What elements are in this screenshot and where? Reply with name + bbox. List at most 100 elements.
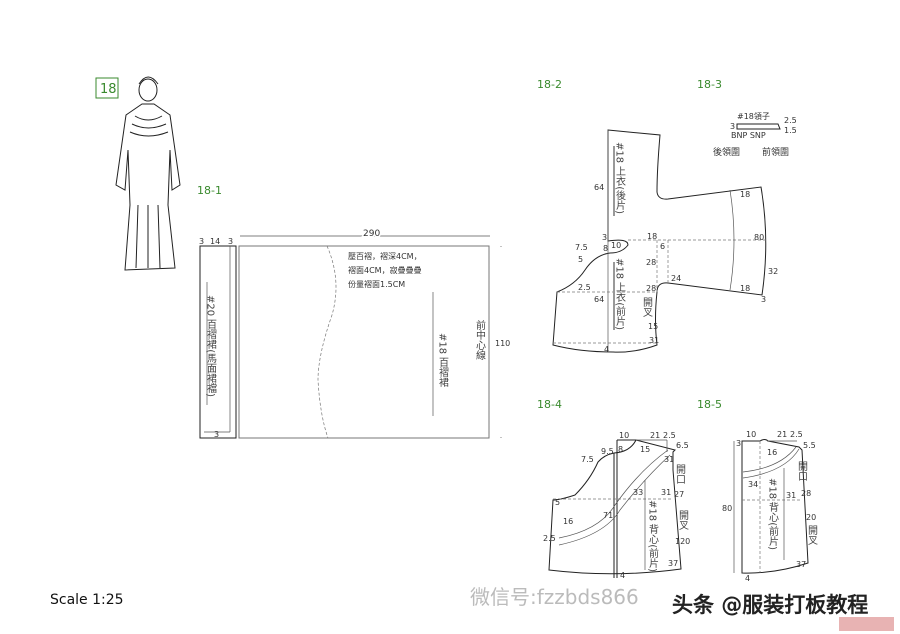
site-logo-watermark	[839, 617, 894, 631]
dim: 80	[722, 504, 732, 513]
bnp-snp-label: BNP SNP	[731, 131, 766, 140]
wechat-watermark: 微信号:fzzbds866	[470, 585, 639, 609]
waistband-label: #20 百褶裙(馬面裙襠)	[205, 295, 217, 397]
skirt-width: 290	[363, 229, 380, 239]
jacket-slit-label: 開叉	[641, 297, 653, 318]
dim: 10	[746, 430, 756, 439]
slit-label: 開叉	[806, 525, 818, 546]
pleat-curve	[317, 245, 337, 439]
dim: 16	[563, 517, 573, 526]
opening-label: 開口	[796, 461, 808, 481]
dim: 15	[648, 322, 658, 331]
waistband-piece	[199, 245, 237, 439]
dim: 28	[801, 489, 811, 498]
dim: 4	[620, 571, 625, 580]
dim: 64	[594, 295, 604, 304]
waistband-dim: 3	[228, 237, 233, 246]
dim: 5	[555, 498, 560, 507]
dim: 31	[661, 488, 671, 497]
dim: 24	[671, 274, 681, 283]
dim: 3	[761, 295, 766, 304]
dim: 3	[602, 233, 607, 242]
vest-back-label: #18 背心(前片)	[767, 478, 779, 550]
slit-label: 開叉	[677, 510, 689, 531]
front-neck-label: 前領圍	[762, 146, 789, 158]
dim: 3	[736, 439, 741, 448]
costume-figure-illustration	[115, 76, 181, 271]
dim: 2.5	[543, 534, 556, 543]
section-label-18-1: 18-1	[197, 184, 222, 197]
dim: 5	[578, 255, 583, 264]
dim: 2.5	[784, 116, 797, 125]
section-label-18-5: 18-5	[697, 398, 722, 411]
dim: 31	[664, 455, 674, 464]
dim: 71	[603, 511, 613, 520]
dim: 4	[604, 345, 609, 354]
dim: 21	[777, 430, 787, 439]
dim: 2.5	[663, 431, 676, 440]
back-neck-label: 後領圍	[713, 146, 740, 158]
dim: 6.5	[676, 441, 689, 450]
vest-front-pattern: 10 21 2.5 6.5 9.5 8 15 31 7.5 5 33 31 27…	[543, 431, 690, 580]
skirt-panel-label: #18 百褶裙	[437, 333, 449, 388]
vest-back-pattern: 3 10 21 2.5 5.5 16 34 31 28 80 20 37 4 #…	[722, 430, 818, 583]
opening-label: 開口	[674, 464, 686, 484]
dim: 8	[603, 244, 608, 253]
vest-front-label: #18 背心(前片)	[647, 500, 659, 572]
jacket-pattern: #18 上衣(後片) #18 上衣(前片) 開叉 64 64 3 10 8 18…	[552, 129, 778, 354]
dim: 32	[768, 267, 778, 276]
collar-label: #18領子	[737, 111, 770, 121]
figure-number: 18	[100, 82, 117, 97]
dim: 27	[674, 490, 684, 499]
dim: 9.5	[601, 447, 614, 456]
dim: 120	[675, 537, 690, 546]
dim: 2.5	[578, 283, 591, 292]
dim: 3	[730, 122, 735, 131]
section-label-18-2: 18-2	[537, 78, 562, 91]
skirt-height: 110	[495, 339, 510, 348]
dim: 21	[650, 431, 660, 440]
dim: 4	[745, 574, 750, 583]
dim: 20	[806, 513, 816, 522]
skirt-note-line: 褶面4CM，寂疊疊疊	[348, 265, 422, 275]
dim: 28	[646, 258, 656, 267]
waistband-bottom-dim: 3	[214, 430, 219, 439]
dim: 8	[618, 445, 623, 454]
section-label-18-4: 18-4	[537, 398, 562, 411]
dim: 16	[767, 448, 777, 457]
dim: 37	[796, 560, 806, 569]
jacket-front-label: #18 上衣(前片)	[614, 258, 626, 330]
scale-label: Scale 1:25	[50, 592, 124, 608]
dim: 31	[649, 336, 659, 345]
dim: 2.5	[790, 430, 803, 439]
dim: 10	[611, 241, 621, 250]
skirt-note-line: 壓百褶，褶深4CM，	[348, 251, 422, 261]
dim: 18	[647, 232, 657, 241]
dim: 15	[640, 445, 650, 454]
dim: 6	[660, 242, 665, 251]
dim: 33	[633, 488, 643, 497]
skirt-pattern: 3 14 3 3 #20 百褶裙(馬面裙襠) 290 110 壓百褶，褶深4CM…	[199, 228, 510, 440]
waistband-dim: 14	[210, 237, 220, 246]
center-line-label: 前中心線	[474, 319, 486, 360]
figure-number-box	[95, 77, 119, 99]
dim: 37	[668, 559, 678, 568]
dim: 7.5	[581, 455, 594, 464]
jacket-back-label: #18 上衣(後片)	[614, 142, 626, 214]
collar-pattern: #18領子 3 2.5 1.5 BNP SNP 後領圍 前領圍	[713, 111, 797, 158]
dim: 80	[754, 233, 764, 242]
toutiao-watermark: 头条 @服装打板教程	[672, 593, 868, 617]
skirt-note-line: 份量褶面1.5CM	[348, 279, 405, 289]
dim: 10	[619, 431, 629, 440]
dim: 28	[646, 284, 656, 293]
dim: 5.5	[803, 441, 816, 450]
dim: 7.5	[575, 243, 588, 252]
section-label-18-3: 18-3	[697, 78, 722, 91]
dim: 64	[594, 183, 604, 192]
waistband-dim: 3	[199, 237, 204, 246]
dim: 1.5	[784, 126, 797, 135]
dim: 18	[740, 190, 750, 199]
dim: 18	[740, 284, 750, 293]
dim: 34	[748, 480, 758, 489]
dim: 31	[786, 491, 796, 500]
